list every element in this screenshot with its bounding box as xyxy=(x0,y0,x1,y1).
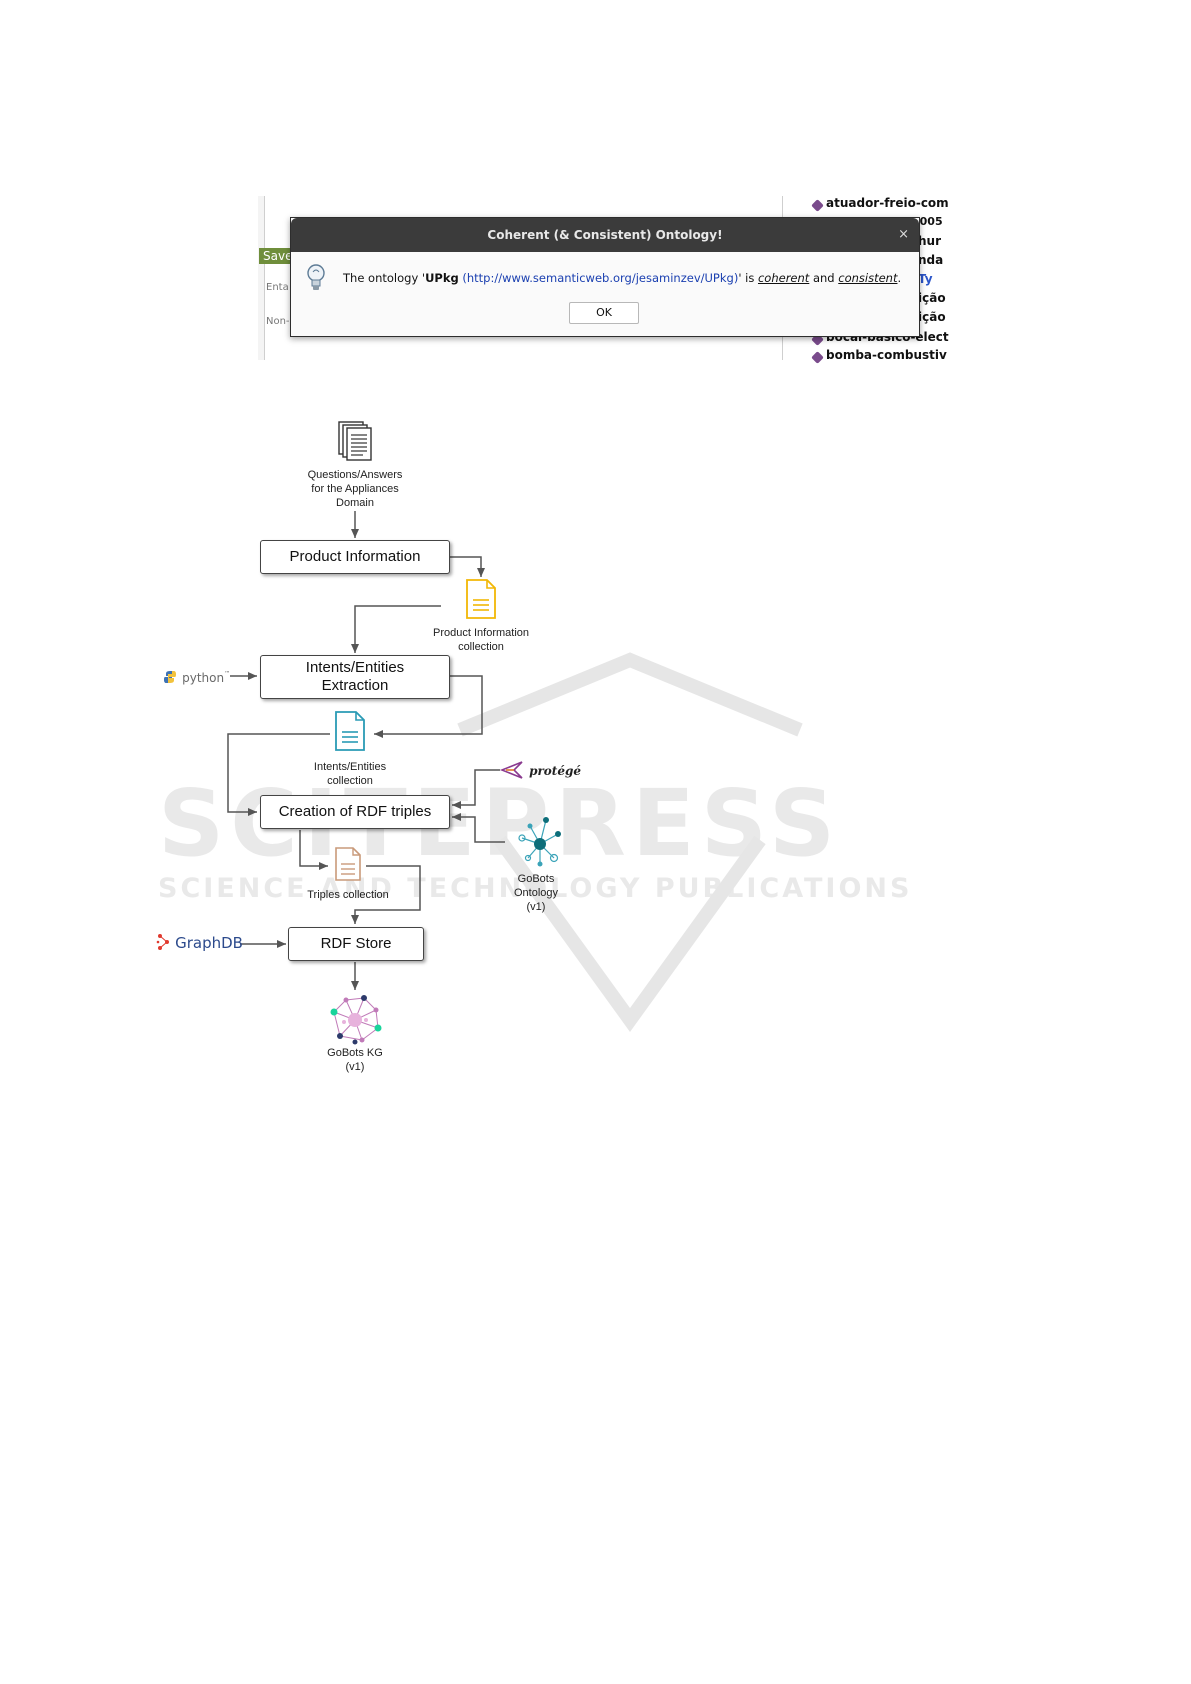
entity-item-fragment: ição xyxy=(918,291,946,305)
graphdb-logo-icon xyxy=(156,934,169,950)
entity-item[interactable]: bomba-combustiv xyxy=(826,348,947,362)
edge-protege-to-rdf xyxy=(452,769,500,809)
edge-ontology-to-rdf xyxy=(452,813,505,843)
left-panel xyxy=(258,196,265,360)
entity-item-fragment: nda xyxy=(918,253,944,267)
python-logo: python™ xyxy=(163,667,230,686)
coherent-dialog: Coherent (& Consistent) Ontology! × The … xyxy=(290,217,920,337)
rdf-store-box[interactable]: RDF Store xyxy=(288,927,424,961)
watermark-emblem xyxy=(457,652,803,1032)
edge-intents-to-collection xyxy=(374,675,483,738)
entail-label: Enta xyxy=(266,282,289,293)
graphdb-logo: GraphDB xyxy=(156,933,243,952)
dialog-message: The ontology 'UPkg (http://www.semanticw… xyxy=(343,271,902,285)
edge-triples-to-store xyxy=(351,865,421,924)
edge-product-to-collection xyxy=(449,556,485,577)
document-stack-icon xyxy=(338,421,372,461)
entity-item-fragment: ição xyxy=(918,310,946,324)
edge-rdf-to-triples xyxy=(299,830,328,870)
protege-logo: protégé xyxy=(499,760,581,780)
dialog-title: Coherent (& Consistent) Ontology! xyxy=(487,228,723,242)
close-icon[interactable]: × xyxy=(898,227,909,242)
ontology-graph-icon xyxy=(518,817,561,867)
triples-collection-caption: Triples collection xyxy=(307,889,389,901)
document-icon xyxy=(466,579,496,619)
ok-button[interactable]: OK xyxy=(569,302,639,324)
knowledge-graph-icon xyxy=(330,995,382,1045)
non-label: Non- xyxy=(266,316,290,327)
lightbulb-icon xyxy=(307,264,325,290)
python-logo-icon xyxy=(164,671,176,683)
entity-item-fragment: hur xyxy=(918,234,942,248)
edge-collection-to-rdf xyxy=(227,733,330,816)
entity-item[interactable]: atuador-freio-com xyxy=(826,196,949,210)
entity-item-fragment: Ty xyxy=(918,272,933,286)
document-icon xyxy=(335,847,361,881)
protege-logo-icon xyxy=(499,761,523,779)
edge-collection-to-intents xyxy=(351,605,441,653)
document-icon xyxy=(335,711,365,751)
dialog-titlebar xyxy=(291,218,919,252)
product-information-box[interactable]: Product Information xyxy=(260,540,450,574)
kg-caption: GoBots KG(v1) xyxy=(327,1047,383,1073)
creation-of-rdf-triples-box[interactable]: Creation of RDF triples xyxy=(260,795,450,829)
